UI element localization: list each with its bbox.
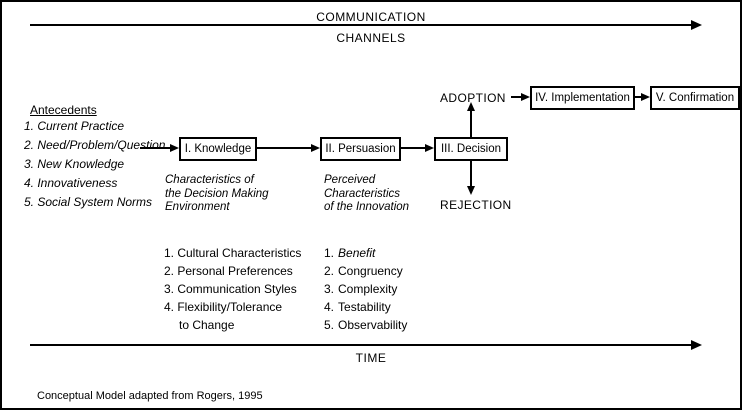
antecedents-to-knowledge-arrow-line <box>140 147 172 149</box>
antecedent-item-2: 2. Need/Problem/Question <box>24 138 166 152</box>
innovation-factor-5-number: 5. <box>324 318 335 332</box>
decision-to-adoption-arrowhead-icon <box>467 102 475 111</box>
implementation-box-label: IV. Implementation <box>535 92 630 104</box>
innovation-factor-4: 4.Testability <box>324 300 391 314</box>
persuasion-box: II. Persuasion <box>320 137 401 161</box>
caption: Conceptual Model adapted from Rogers, 19… <box>37 390 263 402</box>
time-arrow-line <box>30 344 694 346</box>
decision-to-adoption-arrow-line <box>470 109 472 137</box>
innovation-factor-1-label: Benefit <box>338 246 376 260</box>
innovation-factor-3-label: Complexity <box>338 282 398 296</box>
decision-to-rejection-arrow-line <box>470 161 472 187</box>
persuasion-box-label: II. Persuasion <box>325 143 396 155</box>
innovation-factor-5-label: Observability <box>338 318 408 332</box>
antecedent-item-1: 1. Current Practice <box>24 119 125 133</box>
adoption-label: ADOPTION <box>440 91 506 105</box>
innovation-factor-5: 5.Observability <box>324 318 407 332</box>
decision-to-rejection-arrowhead-icon <box>467 186 475 195</box>
innovation-factor-1: 1.Benefit <box>324 246 375 260</box>
environment-factor-4: 4. Flexibility/Tolerance <box>164 300 283 314</box>
communication-label: COMMUNICATION <box>316 10 426 24</box>
knowledge-box: I. Knowledge <box>179 137 257 161</box>
persuasion-to-decision-arrowhead-icon <box>425 144 434 152</box>
antecedent-item-4: 4. Innovativeness <box>24 176 118 190</box>
adoption-to-implementation-arrow-line <box>511 96 522 98</box>
environment-factor-1: 1. Cultural Characteristics <box>164 246 302 260</box>
antecedent-item-5: 5. Social System Norms <box>24 195 153 209</box>
persuasion-to-decision-arrow-line <box>401 147 425 149</box>
innovation-note-line2: Characteristics <box>324 187 401 200</box>
innovation-factor-3-number: 3. <box>324 282 335 296</box>
decision-environment-note-line2: the Decision Making <box>165 187 269 200</box>
time-arrowhead-icon <box>691 340 702 350</box>
implementation-to-confirmation-arrow-line <box>635 96 642 98</box>
rejection-label: REJECTION <box>440 198 512 212</box>
innovation-note-line3: of the Innovation <box>324 201 410 213</box>
innovation-factor-2: 2.Congruency <box>324 264 403 278</box>
environment-factor-2: 2. Personal Preferences <box>164 264 293 278</box>
channels-label: CHANNELS <box>336 31 406 45</box>
implementation-box: IV. Implementation <box>530 86 635 110</box>
innovation-factor-2-label: Congruency <box>338 264 403 278</box>
antecedents-heading: Antecedents <box>30 103 97 117</box>
decision-environment-note-line1: Characteristics of <box>165 174 254 186</box>
environment-factor-3: 3. Communication Styles <box>164 282 297 296</box>
innovation-factor-1-number: 1. <box>324 246 335 260</box>
knowledge-to-persuasion-arrow-line <box>257 147 311 149</box>
implementation-to-confirmation-arrowhead-icon <box>641 93 650 101</box>
innovation-note-line1: Perceived <box>324 174 376 186</box>
innovation-factor-3: 3.Complexity <box>324 282 397 296</box>
adoption-to-implementation-arrowhead-icon <box>521 93 530 101</box>
time-label: TIME <box>355 351 387 365</box>
decision-box-label: III. Decision <box>440 143 502 155</box>
antecedent-item-3: 3. New Knowledge <box>24 157 125 171</box>
decision-box: III. Decision <box>434 137 508 161</box>
confirmation-box: V. Confirmation <box>650 86 740 110</box>
knowledge-box-label: I. Knowledge <box>184 143 252 155</box>
antecedents-to-knowledge-arrowhead-icon <box>170 144 179 152</box>
decision-environment-note-line3: Environment <box>165 201 230 213</box>
innovation-factor-4-number: 4. <box>324 300 335 314</box>
communication-arrowhead-icon <box>691 20 702 30</box>
innovation-note: Perceived Characteristics of the Innovat… <box>324 174 409 215</box>
confirmation-box-label: V. Confirmation <box>655 92 735 104</box>
communication-arrow-line <box>30 24 694 26</box>
environment-factor-4-continuation: to Change <box>179 318 235 332</box>
innovation-factor-2-number: 2. <box>324 264 335 278</box>
innovation-factor-4-label: Testability <box>338 300 391 314</box>
knowledge-to-persuasion-arrowhead-icon <box>311 144 320 152</box>
decision-environment-note: Characteristics of the Decision Making E… <box>165 174 269 215</box>
